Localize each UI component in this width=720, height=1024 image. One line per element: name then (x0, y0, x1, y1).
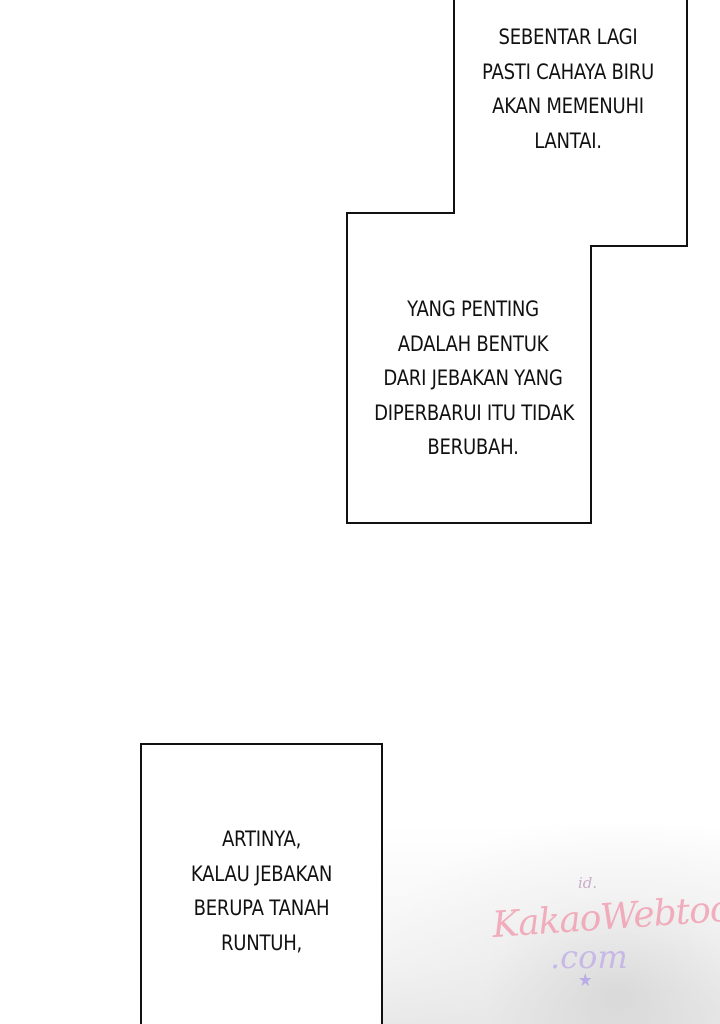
caption-1-line: AKAN MEMENUHI (492, 94, 644, 118)
caption-3-line: ARTINYA, (221, 827, 302, 851)
caption-2-line: DIPERBARUI ITU TIDAK (374, 400, 575, 425)
caption-2-line: DARI JEBAKAN YANG (383, 366, 563, 390)
caption-3: ARTINYA, KALAU JEBAKAN BERUPA TANAH RUNT… (166, 822, 358, 960)
caption-1-line: PASTI CAHAYA BIRU (482, 59, 654, 84)
caption-3-line: BERUPA TANAH (193, 896, 330, 920)
watermark-suffix: .com (550, 938, 628, 976)
star-icon: ★ (578, 970, 593, 991)
caption-2-line: ADALAH BENTUK (397, 331, 549, 356)
caption-1-line: LANTAI. (534, 128, 602, 153)
caption-box-3 (140, 743, 383, 1024)
caption-1: SEBENTAR LAGI PASTI CAHAYA BIRU AKAN MEM… (482, 20, 654, 158)
caption-3-line: RUNTUH, (220, 930, 303, 955)
watermark-prefix: id. (578, 874, 598, 892)
caption-2-line: YANG PENTING (407, 297, 539, 321)
caption-1-line: SEBENTAR LAGI (498, 25, 638, 49)
caption-3-line: KALAU JEBAKAN (190, 861, 333, 886)
kakaowebtoon-watermark: id. KakaoWebtoon .com ★ (491, 874, 720, 991)
misty-background (380, 824, 720, 1024)
caption-2: YANG PENTING ADALAH BENTUK DARI JEBAKAN … (374, 292, 575, 465)
caption-2-line: BERUBAH. (427, 435, 519, 459)
